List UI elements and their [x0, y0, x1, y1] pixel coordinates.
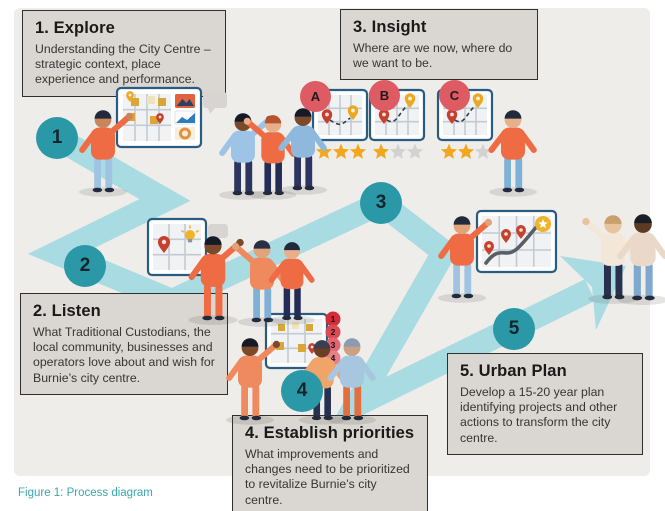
step-body-urban-plan: Develop a 15-20 year plan identifying pr… [460, 385, 618, 445]
option-badge-c: C [439, 80, 470, 111]
path-marker-5: 5 [493, 308, 535, 350]
step-body-insight: Where are we now, where do we want to be… [353, 41, 513, 71]
path-marker-1: 1 [36, 117, 78, 159]
step-title-explore: 1. Explore [35, 19, 115, 37]
path-marker-2: 2 [64, 245, 106, 287]
option-badge-a: A [300, 81, 331, 112]
step-title-urban-plan: 5. Urban Plan [460, 362, 567, 380]
step-box-priorities: 4. Establish priorities What improvement… [232, 415, 428, 511]
path-marker-4: 4 [281, 370, 323, 412]
step-body-priorities: What improvements and changes need to be… [245, 447, 410, 507]
step-title-listen: 2. Listen [33, 302, 101, 320]
step-body-listen: What Traditional Custodians, the local c… [33, 325, 215, 385]
option-badge-b: B [369, 80, 400, 111]
path-marker-3: 3 [360, 182, 402, 224]
step-box-listen: 2. Listen What Traditional Custodians, t… [20, 293, 228, 395]
step-body-explore: Understanding the City Centre – strategi… [35, 42, 211, 87]
step-title-priorities: 4. Establish priorities [245, 424, 415, 442]
step-box-explore: 1. Explore Understanding the City Centre… [22, 10, 226, 97]
step-box-insight: 3. Insight Where are we now, where do we… [340, 9, 538, 81]
figure-caption: Figure 1: Process diagram [18, 487, 153, 499]
step-box-urban-plan: 5. Urban Plan Develop a 15-20 year plan … [447, 353, 643, 455]
step-title-insight: 3. Insight [353, 18, 427, 36]
